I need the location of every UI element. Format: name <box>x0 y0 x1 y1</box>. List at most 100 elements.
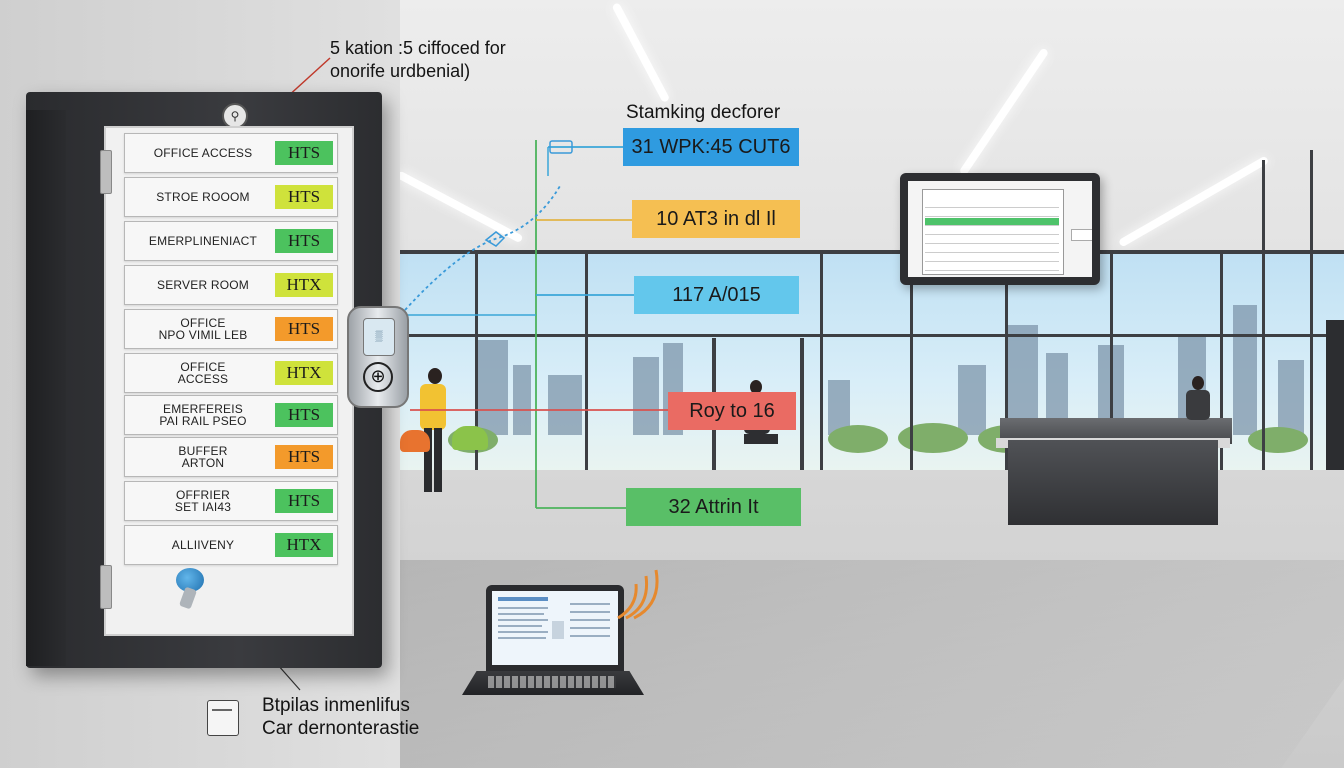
monitor-row <box>925 227 1059 235</box>
key-fob-icon <box>176 568 210 610</box>
access-row-label: SERVER ROOM <box>157 278 249 292</box>
access-row[interactable]: ALLIIVENY HTX <box>124 525 338 565</box>
access-row-tag: HTS <box>275 403 333 427</box>
wifi-signal-icon <box>617 569 659 620</box>
signal-icon <box>484 231 506 247</box>
window-frame <box>820 250 823 472</box>
status-tag-red: Roy to 16 <box>668 392 796 430</box>
laptop-text-line <box>570 635 610 637</box>
laptop-text-line <box>498 613 544 615</box>
tree <box>828 425 888 453</box>
window-frame <box>1310 150 1313 495</box>
access-row-label: ALLIIVENY <box>171 538 235 552</box>
plus-circle-icon[interactable]: ⊕ <box>363 362 393 392</box>
cabinet-side <box>26 110 66 666</box>
keypad-screen: ▒ <box>363 318 395 356</box>
access-row[interactable]: OFFICE NPO VIMIL LEB HTS <box>124 309 338 349</box>
hinge <box>100 565 112 609</box>
access-row[interactable]: EMERPLINENIACT HTS <box>124 221 338 261</box>
monitor-row <box>925 254 1059 262</box>
access-row-tag: HTX <box>275 361 333 385</box>
status-tag-blue: 31 WPK:45 CUT6 <box>623 128 799 166</box>
monitor-row <box>925 200 1059 208</box>
access-row[interactable]: OFFRIER SET IAI43 HTS <box>124 481 338 521</box>
laptop-header-bar <box>498 597 548 601</box>
laptop-image <box>552 621 564 639</box>
building <box>1278 360 1304 435</box>
window-frame <box>1005 250 1008 472</box>
monitor-row <box>925 263 1059 271</box>
laptop-text-line <box>498 637 546 639</box>
top-caption-line2: onorife urdbenial) <box>330 61 471 81</box>
window-frame <box>1220 250 1223 472</box>
monitor-row-highlight <box>925 218 1059 226</box>
access-row-tag: HTS <box>275 489 333 513</box>
laptop-text-line <box>570 603 610 605</box>
access-row-tag: HTS <box>275 141 333 165</box>
building <box>1233 305 1257 435</box>
access-row-tag: HTS <box>275 185 333 209</box>
status-tag-cyan: 117 A/015 <box>634 276 799 314</box>
laptop <box>486 585 624 671</box>
access-row[interactable]: OFFICE ACCESS HTX <box>124 353 338 393</box>
building <box>548 375 582 435</box>
monitor-side-button <box>1071 229 1092 241</box>
lounge-chair <box>400 430 430 452</box>
lounge-chair <box>452 426 488 450</box>
window-frame <box>398 334 1344 337</box>
monitor-row <box>925 209 1059 217</box>
access-row[interactable]: EMERFEREIS PAI RAIL PSEO HTS <box>124 395 338 435</box>
access-row[interactable]: SERVER ROOM HTX <box>124 265 338 305</box>
building <box>958 365 986 435</box>
building <box>633 357 659 435</box>
lock-badge-icon: ⚲ <box>222 103 248 129</box>
access-row-label: EMERPLINENIACT <box>148 234 258 248</box>
access-row-label: BUFFER ARTON <box>178 444 228 470</box>
wall-column <box>1326 320 1344 510</box>
access-row-tag: HTS <box>275 317 333 341</box>
wireless-path <box>404 185 561 311</box>
building <box>1008 325 1038 435</box>
access-row-label: STROE ROOOM <box>156 190 250 204</box>
window-frame <box>398 250 1344 254</box>
access-row-label: EMERFEREIS PAI RAIL PSEO <box>159 402 247 428</box>
window-frame <box>1262 160 1265 495</box>
reception-desk <box>1008 440 1218 525</box>
top-caption-line1: 5 kation :5 ciffoced for <box>330 38 506 58</box>
laptop-text-line <box>498 631 548 633</box>
hinge <box>100 150 112 194</box>
card-reader-keypad[interactable]: ▒ ⊕ <box>347 306 409 408</box>
window-frame <box>475 250 478 472</box>
building <box>1046 353 1068 435</box>
window-frame <box>910 250 913 472</box>
document-icon <box>207 700 239 736</box>
bottom-caption-line2: Car dernonterastie <box>262 718 420 739</box>
status-caption: Stamking decforer <box>626 102 781 123</box>
access-row[interactable]: BUFFER ARTON HTS <box>124 437 338 477</box>
access-row[interactable]: STROE ROOOM HTS <box>124 177 338 217</box>
access-row-label: OFFICE NPO VIMIL LEB <box>158 316 248 342</box>
monitor-screen <box>908 181 1092 277</box>
wall-monitor <box>900 173 1100 285</box>
building <box>828 380 850 435</box>
tree <box>898 423 968 453</box>
tree <box>1248 427 1308 453</box>
window-frame <box>1110 250 1113 472</box>
access-row-tag: HTX <box>275 273 333 297</box>
window-frame <box>585 250 588 472</box>
laptop-keyboard <box>488 676 616 688</box>
access-row-tag: HTS <box>275 445 333 469</box>
laptop-display <box>492 591 618 665</box>
card-icon <box>549 140 573 154</box>
door-frame <box>800 338 804 472</box>
monitor-table <box>922 189 1064 275</box>
building <box>513 365 531 435</box>
access-row[interactable]: OFFICE ACCESS HTS <box>124 133 338 173</box>
access-row-label: OFFICE ACCESS <box>153 146 253 160</box>
monitor-row <box>925 245 1059 253</box>
laptop-text-line <box>570 619 610 621</box>
laptop-text-line <box>570 627 610 629</box>
laptop-text-line <box>498 619 548 621</box>
laptop-text-line <box>498 607 548 609</box>
access-row-label: OFFRIER SET IAI43 <box>174 488 232 514</box>
